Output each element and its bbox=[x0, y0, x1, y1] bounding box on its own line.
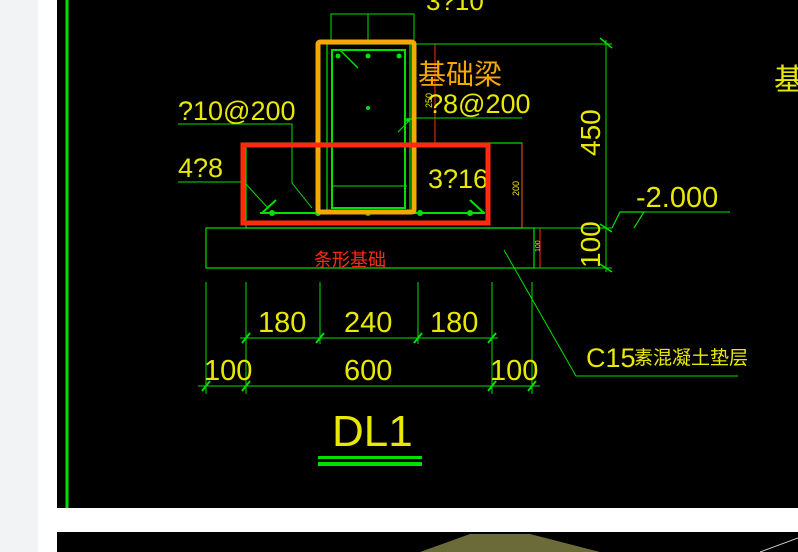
rebar-dot bbox=[365, 53, 371, 59]
dim-tick bbox=[241, 332, 251, 344]
rebar-dot bbox=[396, 53, 402, 59]
preview-line bbox=[759, 537, 798, 552]
rebar-dot bbox=[417, 210, 423, 216]
dim-100-right-label: 100 bbox=[575, 221, 606, 268]
dim-tick bbox=[241, 380, 251, 392]
dim-tick bbox=[487, 332, 497, 344]
strip-highlight-box bbox=[240, 142, 491, 226]
beam-outline bbox=[326, 43, 411, 213]
stirrup-leader-diag bbox=[397, 117, 413, 133]
rebar-dot bbox=[269, 210, 275, 216]
elevation-label: -2.000 bbox=[636, 182, 718, 214]
dim-100-left-label: 100 bbox=[204, 355, 252, 387]
dim-600-label: 600 bbox=[344, 355, 392, 387]
strip-foundation-label: 条形基础 bbox=[314, 250, 386, 270]
cushion-leader bbox=[503, 249, 738, 377]
main-rebar-label: 3?16 bbox=[428, 164, 488, 194]
dim-100-right-bottom-label: 100 bbox=[490, 355, 538, 387]
slab-rebar-label: ?10@200 bbox=[178, 96, 296, 126]
title-underline-bottom bbox=[318, 462, 422, 466]
dim-180-right-label: 180 bbox=[430, 307, 478, 339]
dim-180-left-label: 180 bbox=[258, 307, 306, 339]
dim-tick bbox=[201, 380, 211, 392]
dim-450-tick-top bbox=[599, 37, 613, 49]
stirrup-label: ?8@200 bbox=[428, 89, 531, 119]
dim-tick bbox=[487, 380, 497, 392]
rebar-dot bbox=[366, 106, 370, 110]
foundation-section-drawing: 3?10 基 250 200 10 bbox=[65, 0, 798, 508]
dim-tick bbox=[315, 332, 325, 344]
edge-glyph: 基 bbox=[774, 64, 798, 97]
slab-hook-left bbox=[261, 199, 277, 214]
section-title: DL1 bbox=[332, 407, 413, 456]
dim-240-label: 240 bbox=[344, 307, 392, 339]
dim-tick bbox=[413, 332, 423, 344]
beam-dim-small: 250 bbox=[424, 93, 434, 108]
beam-label: 基础梁 bbox=[418, 59, 502, 90]
concrete-grade-label: C15 bbox=[586, 343, 636, 373]
beam-highlight-box bbox=[315, 39, 417, 215]
slab-height-small: 200 bbox=[511, 181, 521, 196]
elevation-marker bbox=[611, 211, 646, 229]
cad-drawing-panel: 3?10 基 250 200 10 bbox=[57, 0, 798, 508]
cad-drawing-panel-2 bbox=[57, 532, 798, 552]
rebar-dot bbox=[335, 53, 341, 59]
corner-rebar-label: 4?8 bbox=[178, 153, 223, 183]
corner-rebar-leader bbox=[178, 181, 269, 209]
top-dim-leader bbox=[330, 13, 415, 40]
second-drawing-preview bbox=[420, 534, 798, 552]
slab-rebar-leader bbox=[178, 123, 313, 209]
beam-stirrup bbox=[331, 49, 406, 209]
top-dim-label: 3?10 bbox=[426, 0, 484, 16]
dim-tick bbox=[527, 380, 537, 392]
left-gutter bbox=[0, 0, 38, 552]
slab-hook-right bbox=[469, 199, 485, 214]
cushion-outline bbox=[205, 227, 535, 269]
cushion-small: 100 bbox=[535, 240, 542, 252]
beam-stirrup-hook bbox=[339, 49, 359, 69]
concrete-text-label: 素混凝土垫层 bbox=[634, 347, 748, 369]
dim-450-label: 450 bbox=[575, 109, 606, 156]
terrain-shape bbox=[420, 534, 600, 552]
title-underline-top bbox=[318, 456, 422, 459]
rebar-dot bbox=[467, 210, 473, 216]
